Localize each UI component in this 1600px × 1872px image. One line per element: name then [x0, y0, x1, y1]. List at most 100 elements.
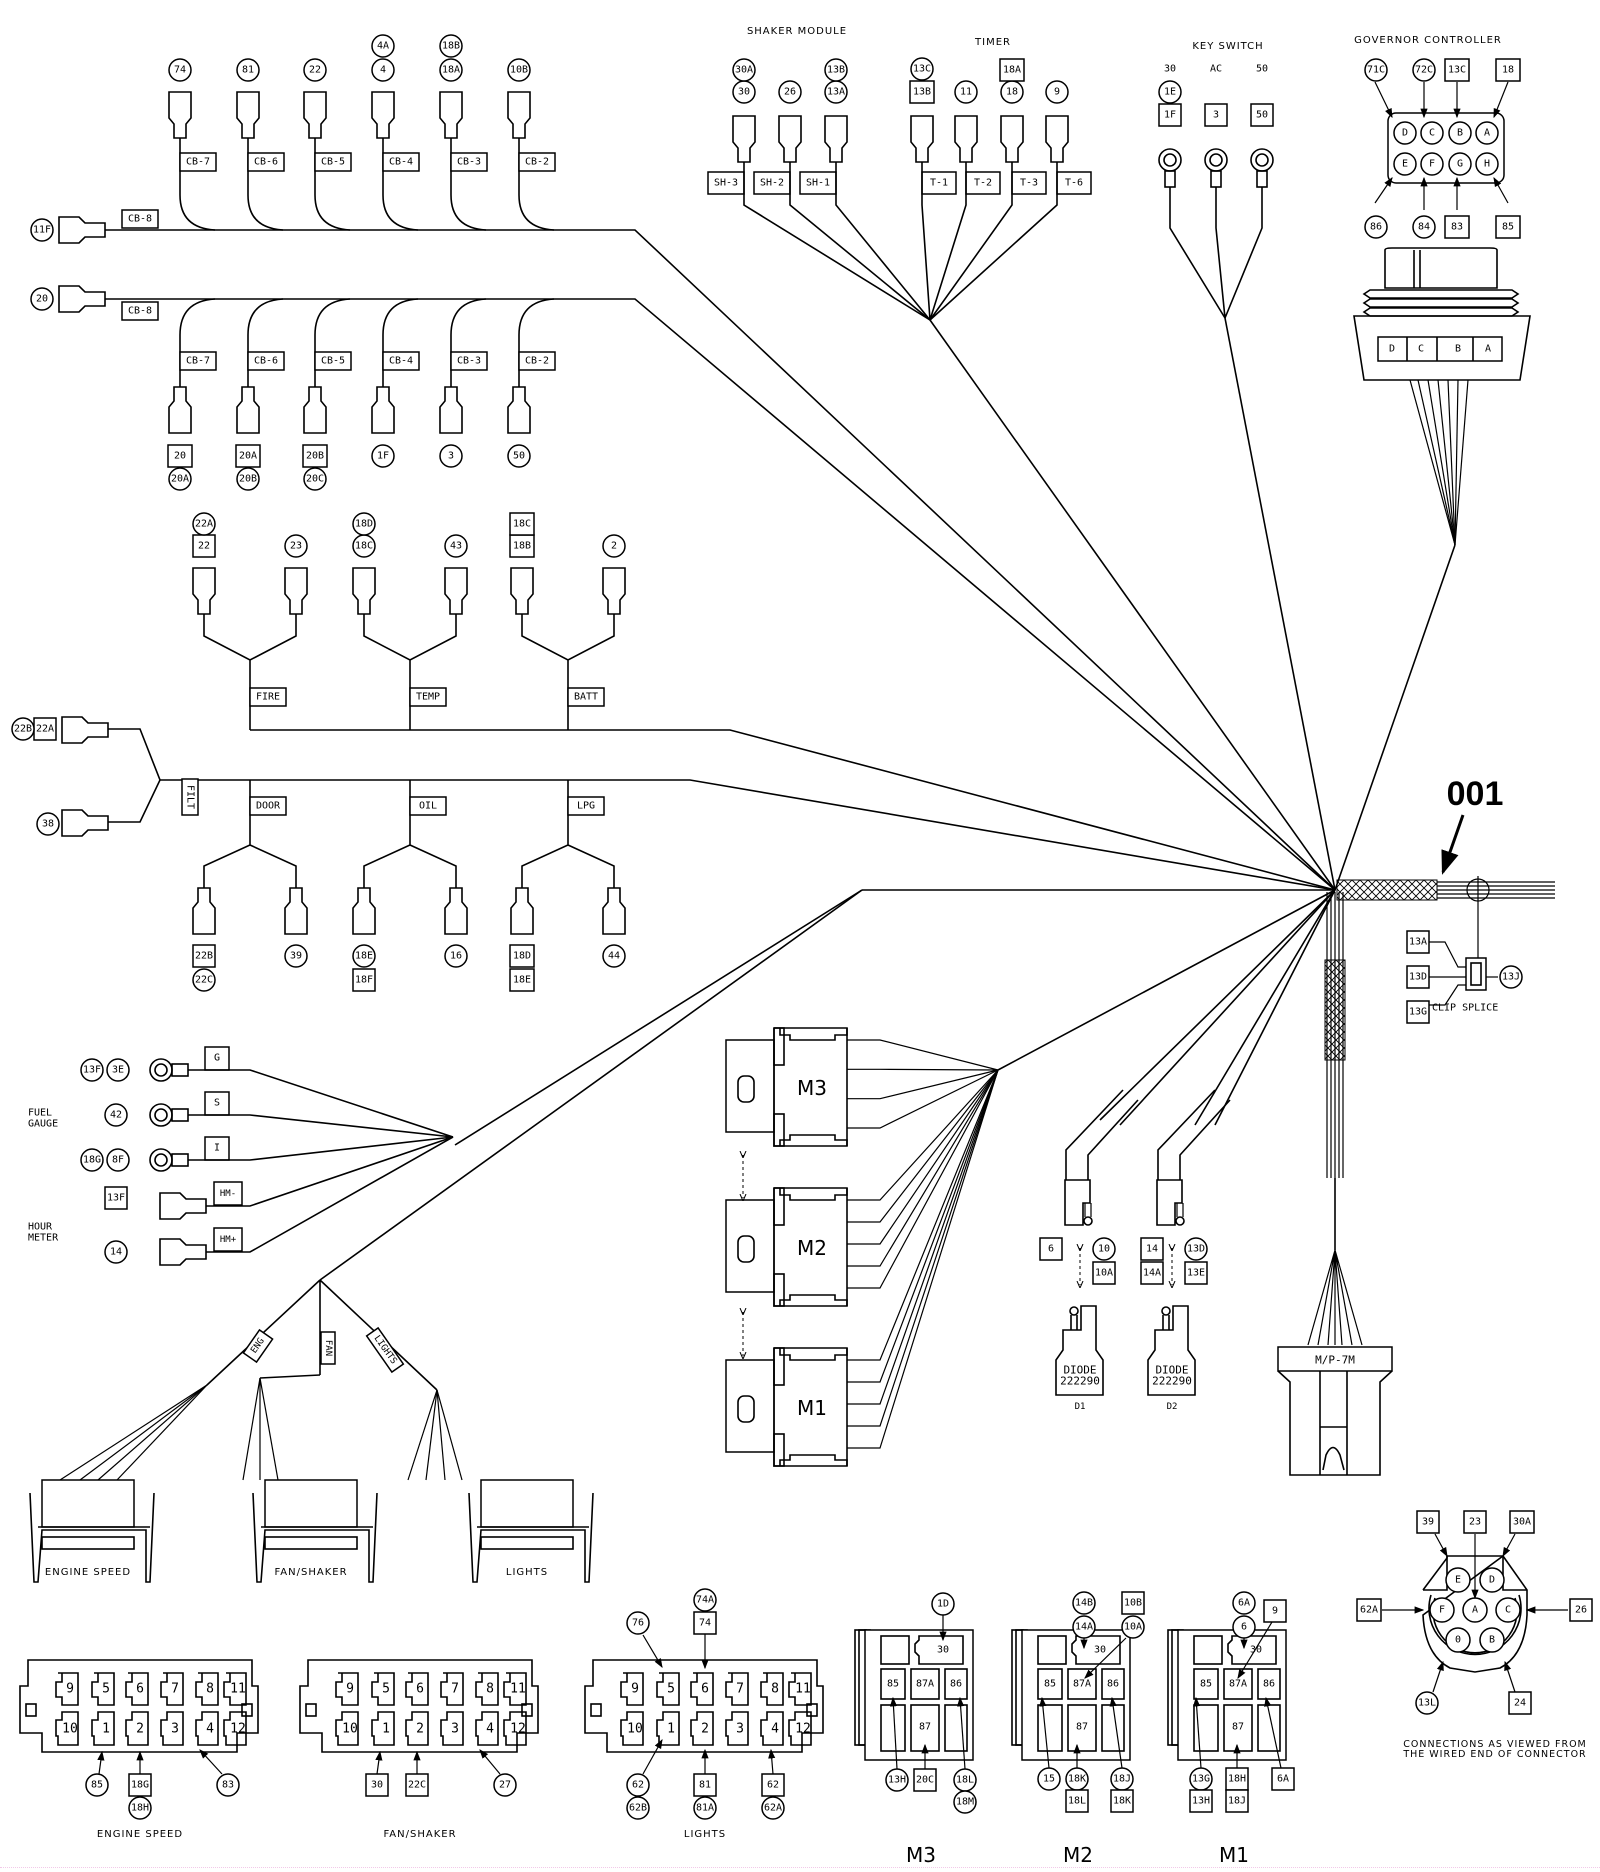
- module-latch: [725, 1039, 775, 1133]
- governor-wire: [1437, 379, 1456, 546]
- diode-body: [1055, 1305, 1104, 1396]
- governor-pin-letter: G: [1457, 159, 1463, 170]
- pin-number: 2: [136, 1722, 144, 1737]
- wire-tag-circle: [1045, 80, 1069, 104]
- relay-cell-label: 30: [1250, 1645, 1262, 1656]
- cb-branch-wire: [314, 138, 351, 231]
- wire-tag-circle: [493, 1773, 517, 1797]
- wire-tag-label: 13D: [1409, 972, 1427, 983]
- connections-note-1: CONNECTIONS AS VIEWED FROM: [1403, 1739, 1587, 1750]
- branch-label-box: [382, 351, 420, 371]
- wire-tag-circle: [439, 34, 463, 58]
- diode-pin-tip: [1069, 1306, 1079, 1316]
- wire-tag-label: 14A: [1143, 1268, 1161, 1279]
- pin-connector-key: [305, 1703, 317, 1717]
- spade-terminal: [824, 115, 848, 163]
- fuel-gauge-label-2: GAUGE: [28, 1119, 58, 1130]
- wire-tag-label: 85: [91, 1780, 103, 1791]
- wire-tag-label: 76: [632, 1618, 644, 1629]
- ring-terminal: [1204, 148, 1228, 172]
- governor-pin: [1420, 121, 1444, 145]
- wire-tag-label: 1F: [377, 451, 389, 462]
- wire-tag-circle: [1412, 215, 1436, 239]
- pin-connector-name: FAN/SHAKER: [383, 1829, 456, 1840]
- wire-tag-label: 13C: [1448, 65, 1466, 76]
- wire-tag-label: 9: [1272, 1606, 1278, 1617]
- relay-cell-label: 30: [1094, 1645, 1106, 1656]
- timer-pin-label: T-1: [930, 178, 948, 189]
- wire-tag-label: 62: [767, 1780, 779, 1791]
- sender-fork: [521, 614, 615, 730]
- wire-tag-label: 20C: [916, 1775, 934, 1786]
- wire-tag-square: [1065, 1789, 1089, 1813]
- senders-group: FIRE2222A23TEMP18C18D43BATT18B18C2DOOR39…: [11, 512, 626, 992]
- wire-tag-label: 22B: [14, 724, 32, 735]
- wire-tag-label: 20A: [171, 474, 189, 485]
- wire-tag-label: 26: [784, 87, 796, 98]
- branch-label: CB-7: [186, 356, 210, 367]
- diode-body-text: DIODE: [1155, 1364, 1188, 1377]
- shaker-timer-group: SH-33030ASH-226SH-113A13BT-113B13CT-211T…: [707, 57, 1092, 321]
- diode-lead: [1065, 1089, 1139, 1180]
- wire-tag-label: 18: [1006, 87, 1018, 98]
- wire-tag-circle: [284, 534, 308, 558]
- ring-hole: [1255, 153, 1269, 167]
- cb-branch-wire: [450, 138, 487, 231]
- round-connector-pin: [1479, 1627, 1505, 1653]
- relay-cell-label: 85: [1200, 1679, 1212, 1690]
- wire-tag-circle: [626, 1796, 650, 1820]
- wire-tag-label: 83: [222, 1780, 234, 1791]
- wire-tag-circle: [371, 444, 395, 468]
- pin-cavity: [125, 1672, 149, 1706]
- wire-tag-label: 72C: [1415, 65, 1433, 76]
- diode-lead: [1157, 1089, 1231, 1180]
- wire-tag-square: [1509, 1510, 1535, 1534]
- spade-terminal: [444, 887, 468, 935]
- wire-tag-label: 20C: [306, 474, 324, 485]
- wire-tag-circle: [1092, 1237, 1116, 1261]
- wire-tag-square: [509, 512, 535, 536]
- spade-terminal: [58, 285, 106, 313]
- governor-pin-letter: F: [1429, 159, 1435, 170]
- wire-tag-circle: [80, 1058, 104, 1082]
- wire-tag-label: 1E: [1164, 87, 1176, 98]
- pin-arrow: [1493, 176, 1509, 204]
- eng-wire: [116, 1384, 208, 1481]
- pin-cavity: [788, 1672, 812, 1706]
- timer-title: TIMER: [974, 37, 1011, 48]
- hour-meter-terminal-label: HM-: [220, 1189, 236, 1199]
- relay-body: [1177, 1629, 1287, 1761]
- wire-tag-label: 11: [960, 87, 972, 98]
- governor-body-pin: D: [1389, 344, 1395, 355]
- round-connector-pin: [1495, 1597, 1521, 1623]
- filter-label: FILT: [185, 785, 196, 809]
- wire-tag-square: [1569, 1598, 1593, 1622]
- module-wire: [847, 1039, 999, 1071]
- fan-wire: [242, 1377, 261, 1481]
- diode-plug: [1156, 1179, 1183, 1226]
- hour-meter-terminal-label: HM+: [220, 1235, 237, 1245]
- wire-tag-label: 18B: [513, 541, 531, 552]
- wire-tag-label: 1D: [937, 1599, 949, 1610]
- connector-frame: [29, 1492, 155, 1583]
- pin-number: 12: [230, 1722, 246, 1737]
- wire-tag-label: 20: [36, 294, 48, 305]
- wire-tag-circle: [1184, 1237, 1208, 1261]
- pin-cavity: [223, 1672, 247, 1706]
- relay-cell-label: 87A: [916, 1679, 934, 1690]
- wire-tag-square: [235, 444, 261, 468]
- wire-tag-label: 62A: [764, 1803, 782, 1814]
- round-connector-pin-letter: C: [1505, 1605, 1511, 1616]
- pin-cavity: [760, 1711, 784, 1746]
- pin-number: 11: [795, 1682, 811, 1697]
- pin-cavity: [440, 1711, 464, 1746]
- connector-housing: [480, 1479, 574, 1528]
- wire-tag-circle: [953, 1790, 977, 1814]
- wire-tag-label: 22C: [195, 975, 213, 986]
- governor-pin-letter: A: [1484, 128, 1490, 139]
- wire-tag-label: 20: [174, 451, 186, 462]
- wire-tag-label: 18K: [1113, 1796, 1131, 1807]
- module-wire: [847, 1069, 999, 1361]
